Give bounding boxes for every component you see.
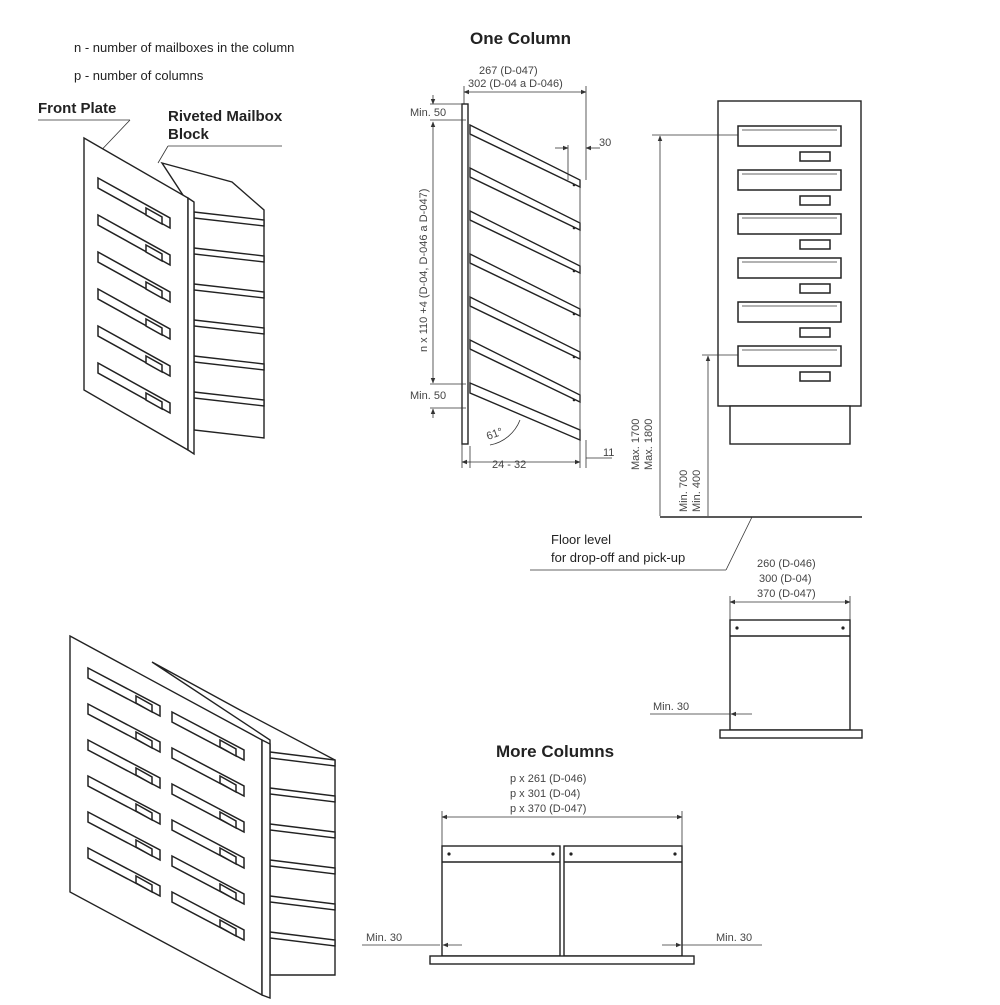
front-elevation-box — [729, 405, 851, 445]
more-box-1 — [441, 845, 561, 957]
top-dim-1: 260 (D-046) — [757, 558, 816, 570]
iso-block-shelves — [193, 211, 265, 407]
iso2-name-tag — [219, 810, 237, 830]
top-min-30: Min. 30 — [653, 701, 689, 713]
max-1700: Max. 1700 — [630, 419, 642, 470]
min-50-top: Min. 50 — [410, 107, 446, 119]
side-rivet — [572, 355, 576, 359]
iso2-front-plate-edge — [261, 738, 271, 1000]
iso-name-tag — [145, 354, 163, 374]
side-rivet — [572, 226, 576, 230]
front-elevation-slots — [737, 125, 842, 382]
more-rivet-1 — [447, 852, 451, 856]
iso-single-column — [83, 136, 265, 456]
more-columns-title: More Columns — [496, 742, 614, 761]
iso2-name-tag — [219, 738, 237, 758]
more-min-30-right: Min. 30 — [716, 932, 752, 944]
more-dim-2: p x 301 (D-04) — [510, 788, 580, 800]
top-dim-3: 370 (D-047) — [757, 588, 816, 600]
iso2-name-tag — [219, 918, 237, 938]
iso2-name-tag — [135, 730, 153, 750]
front-slot — [737, 169, 842, 191]
iso2-block-body — [151, 661, 336, 976]
side-mailbox-stack — [469, 123, 581, 442]
name-tag — [799, 327, 831, 338]
max-1800: Max. 1800 — [643, 419, 655, 470]
name-tag — [799, 283, 831, 294]
side-front-plate — [461, 103, 469, 445]
dim-top-1: 267 (D-047) — [479, 65, 538, 77]
top-rivet-r — [841, 626, 845, 630]
dim-top-2: 302 (D-04 a D-046) — [468, 78, 563, 90]
dim-24-32: 24 - 32 — [492, 459, 526, 471]
iso-front-plate-edge — [187, 196, 195, 456]
min-700: Min. 700 — [678, 470, 690, 512]
min-400: Min. 400 — [691, 470, 703, 512]
side-rivet — [572, 398, 576, 402]
floor-label-2: for drop-off and pick-up — [551, 550, 685, 565]
dim-11: 11 — [603, 447, 614, 459]
more-rivet-3 — [569, 852, 573, 856]
more-dim-3: p x 370 (D-047) — [510, 803, 586, 815]
iso2-name-tag — [135, 838, 153, 858]
iso-name-tag — [145, 280, 163, 300]
iso-front-slots — [97, 176, 171, 415]
one-column-title: One Column — [470, 29, 571, 48]
name-tag — [799, 195, 831, 206]
iso2-block-shelves — [269, 751, 336, 947]
riveted-label-1: Riveted Mailbox — [168, 108, 283, 125]
iso2-name-tag — [135, 694, 153, 714]
angle-label: 61° — [485, 426, 505, 443]
iso2-front-slots — [87, 666, 245, 942]
floor-leader — [725, 516, 753, 571]
more-box-2 — [563, 845, 683, 957]
more-base-plate — [429, 955, 695, 965]
legend-p: p - number of columns — [74, 68, 204, 83]
side-rivet — [572, 312, 576, 316]
front-slot — [737, 301, 842, 323]
iso2-name-tag — [135, 874, 153, 894]
iso-name-tag — [145, 317, 163, 337]
name-tag — [799, 151, 831, 162]
front-plate-label: Front Plate — [38, 100, 116, 117]
iso-double-column — [69, 634, 336, 1000]
front-slot — [737, 125, 842, 147]
height-formula: n x 110 +4 (D-04, D-046 a D-047) — [418, 189, 430, 352]
side-rivet — [572, 269, 576, 273]
min-50-bottom: Min. 50 — [410, 390, 446, 402]
iso2-name-tag — [135, 802, 153, 822]
side-rivet — [572, 183, 576, 187]
iso2-name-tag — [135, 766, 153, 786]
front-slot — [737, 257, 842, 279]
more-rivet-2 — [551, 852, 555, 856]
iso-name-tag — [145, 206, 163, 226]
iso2-name-tag — [219, 774, 237, 794]
more-rivet-4 — [673, 852, 677, 856]
dim-30: 30 — [599, 137, 611, 149]
legend-n: n - number of mailboxes in the column — [74, 40, 294, 55]
riveted-leader-diag — [157, 145, 169, 164]
name-tag — [799, 371, 831, 382]
iso2-name-tag — [219, 846, 237, 866]
more-min-30-left: Min. 30 — [366, 932, 402, 944]
iso2-name-tag — [219, 882, 237, 902]
more-dim-1: p x 261 (D-046) — [510, 773, 586, 785]
front-slot — [737, 345, 842, 367]
iso-name-tag — [145, 243, 163, 263]
top-dim-2: 300 (D-04) — [759, 573, 812, 585]
front-slot — [737, 213, 842, 235]
angle-arc — [489, 419, 521, 446]
top-view-plate — [719, 729, 863, 739]
top-rivet-l — [735, 626, 739, 630]
iso-name-tag — [145, 391, 163, 411]
floor-label-1: Floor level — [551, 532, 611, 547]
top-view-box — [729, 619, 851, 731]
name-tag — [799, 239, 831, 250]
riveted-label-2: Block — [168, 126, 210, 143]
